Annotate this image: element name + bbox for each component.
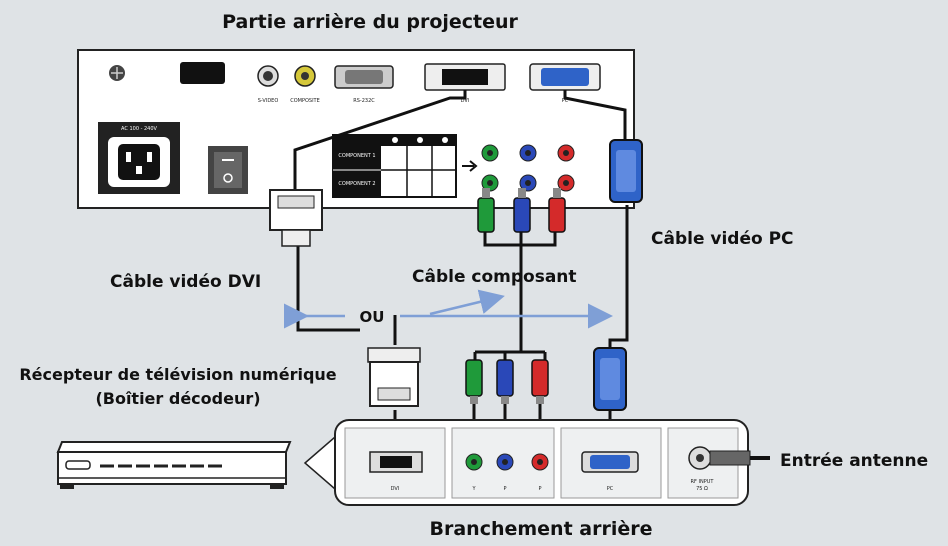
- dvi-label: DVI: [461, 98, 470, 104]
- pc-label: PC: [562, 98, 569, 104]
- receiver-rf-label-line1: RF INPUT: [691, 479, 715, 485]
- composite-label: COMPOSITE: [290, 98, 320, 104]
- receiver-pb-label: P: [503, 486, 506, 492]
- rca-plugs-upper: [477, 188, 566, 233]
- receiver-dvi-port: [369, 451, 423, 473]
- dvi-plug-upper: [269, 189, 323, 247]
- projector-rca-jacks: [481, 144, 575, 192]
- rear-connection-title: Branchement arrière: [430, 518, 653, 540]
- composite-port: [294, 65, 316, 87]
- rca-plugs-lower: [465, 359, 549, 404]
- pc-cable-label: Câble vidéo PC: [651, 229, 794, 249]
- dvi-cable-label: Câble vidéo DVI: [110, 272, 261, 292]
- or-label: OU: [360, 308, 385, 326]
- receiver-rf-label-line2: 75 Ω: [696, 486, 708, 492]
- receiver-label-line1: Récepteur de télévision numérique: [19, 365, 336, 384]
- power-switch: [208, 146, 248, 194]
- rs232c-label: RS-232C: [353, 98, 375, 104]
- antenna-label: Entrée antenne: [780, 451, 928, 471]
- svideo-port: [257, 65, 279, 87]
- receiver-label-line2: (Boîtier décodeur): [95, 389, 260, 408]
- receiver-pc-label: PC: [607, 486, 614, 492]
- vga-plug-lower: [593, 347, 627, 411]
- alternative-arrows: [284, 289, 613, 329]
- receiver-rf-port: [688, 446, 770, 470]
- pc-vga-port: [529, 63, 601, 91]
- receiver-back-panel: DVI Y P P PC RF INPUT 75 Ω: [303, 419, 770, 506]
- component1-label: COMPONENT 1: [338, 153, 375, 159]
- rs232c-port: [334, 65, 394, 89]
- ir-sensor: [180, 62, 225, 84]
- receiver-dvi-label: DVI: [391, 486, 400, 492]
- projector-title: Partie arrière du projecteur: [222, 11, 518, 33]
- dvi-port: [424, 63, 506, 91]
- receiver-pr-label: P: [538, 486, 541, 492]
- svideo-label: S-VIDEO: [258, 98, 279, 104]
- screw-icon: [109, 65, 125, 81]
- receiver-pc-port: [581, 451, 639, 473]
- component2-label: COMPONENT 2: [338, 181, 375, 187]
- vga-plug-upper: [609, 139, 643, 203]
- set-top-box: [56, 441, 292, 489]
- receiver-y-label: Y: [471, 486, 476, 492]
- component-port-table: COMPONENT 1 COMPONENT 2: [332, 134, 478, 198]
- ac-label: AC 100 - 240V: [121, 126, 157, 132]
- ac-power-inlet: AC 100 - 240V: [98, 122, 180, 194]
- dvi-plug-lower: [367, 347, 421, 407]
- component-cable-label: Câble composant: [412, 267, 577, 287]
- projector-back-panel: S-VIDEO COMPOSITE RS-232C DVI PC AC 100 …: [77, 49, 635, 209]
